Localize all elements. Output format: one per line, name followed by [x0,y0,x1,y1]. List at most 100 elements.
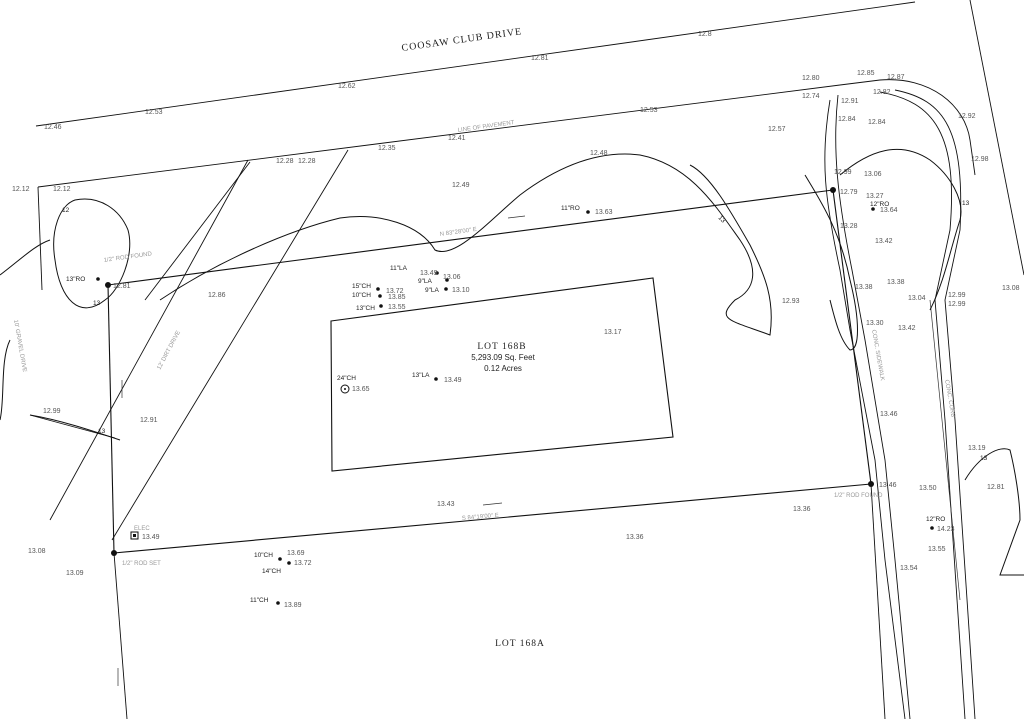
elevation: 12.86 [208,292,226,299]
spot-elevations: 12.46 12.53 12.62 12.81 12.8 12.12 12.12… [12,31,1020,609]
note: N 83°28'00" E [439,227,477,238]
tree-tag: 12"RO [926,516,945,523]
tree-tag: 10"CH [352,292,371,299]
tree-tag: 15"CH [352,283,371,290]
pin-label: 1/2" ROD FOUND [103,251,152,264]
elevation: 13.46 [880,411,898,418]
elevation: 13.42 [898,325,916,332]
note: CONC. SIDEWALK [870,329,885,381]
tree-tag: 12"RO [870,201,889,208]
elevation: 12.82 [873,89,891,96]
elevation: 13.38 [855,284,873,291]
elevation: 13.38 [887,279,905,286]
elevation: 13.08 [28,548,46,555]
elevation: 12.92 [958,113,976,120]
elevation: 13.54 [900,565,918,572]
elevation: 13.30 [866,320,884,327]
elevation: 13.08 [1002,285,1020,292]
elevation: 12.12 [53,186,71,193]
contour-label: 13 [980,455,988,462]
elevation: 13.04 [908,295,926,302]
elevation: 13.69 [287,550,305,557]
elevation: 12.84 [838,116,856,123]
road-name-label: COOSAW CLUB DRIVE [401,26,523,54]
elevation: 12.99 [834,169,852,176]
elevation: 13.49 [444,377,462,384]
building-footprint [330,277,674,472]
elevation: 12.99 [43,408,61,415]
lot-number-label: LOT 168B [477,342,526,352]
elevation: 14.23 [937,526,955,533]
elevation: 12.93 [782,298,800,305]
elevation: 13.49 [420,270,438,277]
pin-label: 1/2" ROD SET [122,561,161,567]
elevation: 12.62 [338,83,356,90]
elevation: 12.12 [12,186,30,193]
contour-label: 12 [62,207,70,214]
elevation: 13.42 [875,238,893,245]
elevation: 12.46 [44,124,62,131]
elevation: 12.91 [140,417,158,424]
contour-lines [0,148,1024,576]
elevation: 12.99 [948,292,966,299]
tree-tag: 13"RO [66,276,85,283]
elevation: 12.53 [640,107,658,114]
elevation: 13.49 [142,534,160,541]
tree-tag: 13"LA [412,372,430,379]
note: 10' GRAVEL DRIVE [12,319,27,372]
elevation: 13.09 [66,570,84,577]
elevation: 13.27 [866,193,884,200]
elevation: 13.72 [386,288,404,295]
elevation: 13.63 [595,209,613,216]
contour-label: 13 [98,428,106,435]
elevation: 12.49 [452,182,470,189]
elevation: 13.55 [388,304,406,311]
pin-label: 1/2" ROD FOUND [834,493,883,499]
elevation: 12.41 [448,135,466,142]
elevation: 12.53 [145,109,163,116]
elevation: 13.17 [604,329,622,336]
elevation: 12.87 [887,74,905,81]
elevation: 12.99 [948,301,966,308]
elevation: 12.84 [868,119,886,126]
neighbor-lot-label: LOT 168A [495,639,545,649]
survey-pins [105,187,874,556]
elevation: 13.36 [793,506,811,513]
note: 12' DIRT DRIVE [156,330,182,371]
elevation: 12.98 [971,156,989,163]
elevation: 13.36 [626,534,644,541]
elevation: 12.35 [378,145,396,152]
elevation: 12.81 [531,55,549,62]
tree-tag: 11"CH [250,597,269,604]
contour-label: 13 [93,300,101,307]
elevation: 13.89 [284,602,302,609]
elevation: 12.48 [590,150,608,157]
note: CONC. CURB [943,379,956,417]
contour-label: 13 [717,214,727,224]
elevation: 13.85 [388,294,406,301]
contour-label: 13 [962,200,970,207]
elevation: 12.74 [802,93,820,100]
lot-boundary [29,186,886,719]
elevation: 13.46 [879,482,897,489]
tree-tags: 13"RO 11"RO 12"RO 12"RO 15"CH 10"CH 13"C… [66,201,945,604]
elevation: 12.81 [113,283,131,290]
elevation: 13.28 [840,223,858,230]
elevation: 13.64 [880,207,898,214]
elevation: 12.28 [298,158,316,165]
tree-tag: 9"LA [425,287,440,294]
tree-symbols [96,207,934,605]
tree-tag: 13"CH [356,305,375,312]
road-edges [35,0,1024,276]
elevation: 13.55 [928,546,946,553]
elevation: 13.43 [437,501,455,508]
tree-tag: 11"RO [561,205,580,212]
elevation: 13.10 [452,287,470,294]
note: LINE OF PAVEMENT [457,120,515,134]
elevation: 12.85 [857,70,875,77]
tree-tag: 24"CH [337,375,356,382]
tree-tag: 11"LA [390,265,408,272]
note: S 84°19'00" E [462,513,499,522]
elevation: 12.81 [987,484,1005,491]
tree-tag: 9"LA [418,278,433,285]
